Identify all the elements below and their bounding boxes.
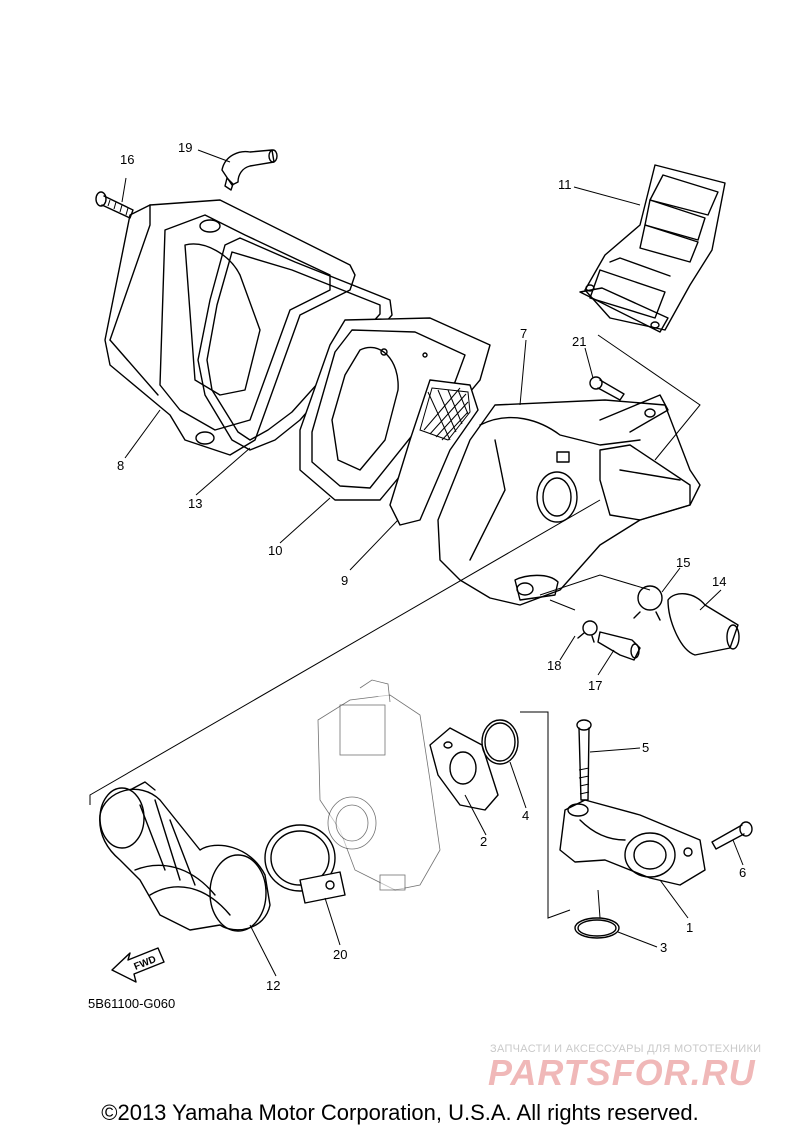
clip-part-18 — [577, 620, 598, 643]
callout-1: 1 — [686, 920, 693, 935]
bolt-part-6 — [711, 821, 753, 850]
intake-duct-part-12 — [99, 781, 271, 932]
gasket-part-13 — [197, 237, 393, 451]
clip-part-15 — [633, 585, 663, 621]
callout-8: 8 — [117, 458, 124, 473]
air-cleaner-case-part-7 — [437, 394, 701, 606]
callout-18: 18 — [547, 658, 561, 673]
hose-part-14 — [667, 593, 740, 656]
air-filter-element-part-9 — [389, 379, 479, 526]
callout-17: 17 — [588, 678, 602, 693]
callout-16: 16 — [120, 152, 134, 167]
callout-13: 13 — [188, 496, 202, 511]
breather-hose-part-19 — [221, 149, 278, 191]
forward-direction-arrow: FWD — [111, 947, 165, 983]
intake-manifold-part-1 — [559, 799, 706, 886]
callout-7: 7 — [520, 326, 527, 341]
hose-clamp-part-20 — [264, 824, 346, 904]
intake-joint-part-11 — [579, 164, 726, 333]
callout-3: 3 — [660, 940, 667, 955]
callout-4: 4 — [522, 808, 529, 823]
drawing-code: 5B61100-G060 — [88, 996, 176, 1011]
callout-9: 9 — [341, 573, 348, 588]
copyright-notice: ©2013 Yamaha Motor Corporation, U.S.A. A… — [101, 1100, 699, 1125]
callout-5: 5 — [642, 740, 649, 755]
callout-15: 15 — [676, 555, 690, 570]
callout-10: 10 — [268, 543, 282, 558]
callout-19: 19 — [178, 140, 192, 155]
callout-20: 20 — [333, 947, 347, 962]
watermark-logo: PARTSFOR.RU — [488, 1052, 756, 1093]
callout-21: 21 — [572, 334, 586, 349]
hose-part-17 — [597, 631, 641, 661]
callout-2: 2 — [480, 834, 487, 849]
bolt-part-5 — [576, 719, 592, 801]
carburetor-reference — [317, 679, 441, 891]
assembly-reference-lines — [89, 334, 701, 919]
callout-numbers: 1 2 3 4 5 6 7 8 9 10 11 12 13 14 15 16 1… — [117, 140, 746, 993]
element-frame-part-10 — [299, 317, 491, 501]
o-ring-part-4 — [481, 719, 519, 765]
screw-part-16 — [95, 191, 134, 219]
air-cleaner-cap-part-8 — [104, 199, 356, 456]
callout-12: 12 — [266, 978, 280, 993]
watermark-tagline: ЗАПЧАСТИ И АКСЕССУАРЫ ДЛЯ МОТОТЕХНИКИ — [490, 1043, 762, 1055]
callout-11: 11 — [558, 177, 572, 192]
joint-gasket-part-2 — [429, 727, 499, 811]
callout-6: 6 — [739, 865, 746, 880]
o-ring-part-3 — [574, 917, 620, 939]
callout-14: 14 — [712, 574, 726, 589]
callout-leaders — [121, 149, 744, 977]
screw-part-21 — [589, 376, 625, 401]
